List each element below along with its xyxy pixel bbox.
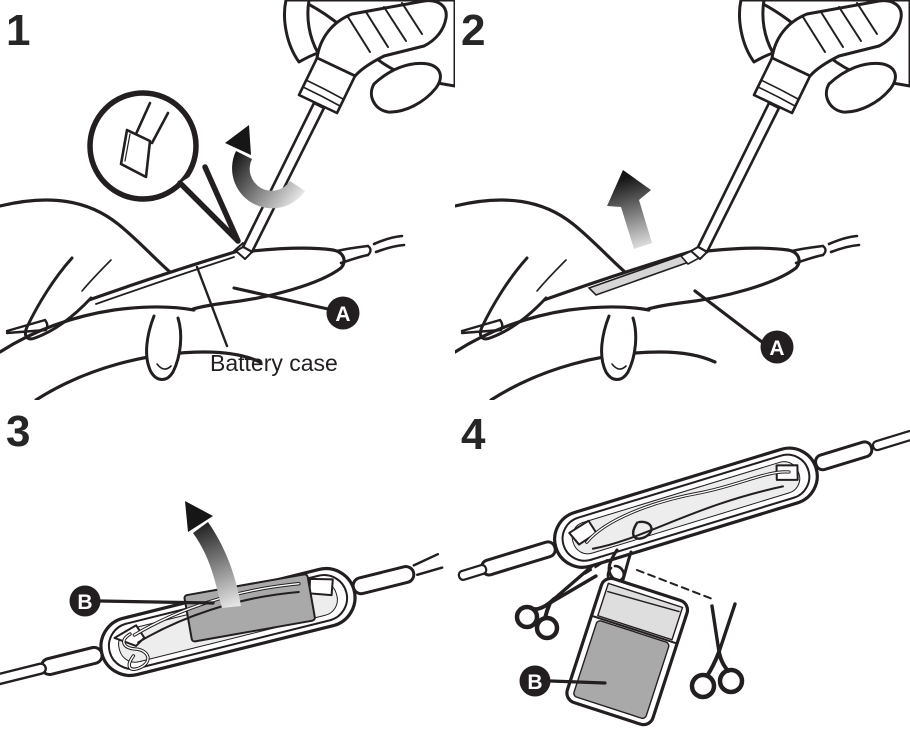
step-2-illustration: A 2 [455,0,910,400]
callout-b-badge: B [69,585,215,617]
battery-top-band [596,582,684,641]
curled-fingertip [600,314,638,381]
step-3-panel: B 3 [0,400,455,732]
shaft [241,101,326,254]
flat-tip [690,246,708,260]
opened-lid-gap [587,254,691,296]
screwdriver-illustration [690,0,910,260]
step-4-panel: B 4 [455,400,910,732]
callout-letter: A [769,337,784,360]
battery-pouch-illustration [565,576,690,727]
cord [335,234,406,265]
magnifier-circle [87,90,199,202]
step-number: 4 [461,410,486,459]
screwdriver-illustration [235,0,455,260]
callout-letter: B [77,591,92,614]
gripping-finger [283,0,320,64]
callout-a-badge: A [232,286,360,330]
step-3-illustration: B 3 [0,407,444,690]
shaft [696,101,781,254]
right-cable [351,553,444,596]
callout-a-badge: A [693,289,794,364]
curled-fingertip [145,314,183,381]
scissors-left-icon [514,565,598,641]
leader-line [195,265,229,348]
wires [585,470,791,550]
case-inner-wall [561,453,811,562]
battery-body [573,620,670,720]
left-cable [0,645,104,690]
step-2-panel: A 2 [455,0,910,400]
magnifier-pointer [177,164,241,244]
callout-circle [760,330,794,364]
gripping-thumb [824,61,897,114]
leader-line [232,286,330,311]
pry-up-arrow-icon [607,170,652,249]
lift-arrow-icon [185,501,241,608]
thumb [23,256,93,341]
leader-line [693,289,764,344]
callout-b-badge: B [519,665,607,697]
callout-circle [326,296,360,330]
step-number: 3 [6,407,30,456]
step-1-illustration: Battery case A 1 [0,0,455,400]
right-cable [813,430,910,472]
leader-line [549,679,607,685]
gripping-finger [738,0,775,64]
battery-case-label-text: Battery case [210,350,338,376]
callout-letter: B [527,671,542,694]
step-number: 2 [461,6,485,55]
step-number: 1 [6,6,30,55]
callout-circle [519,665,551,697]
leader-line [98,599,215,605]
callout-circle [69,585,101,617]
flat-tip [235,246,253,260]
battery-case-label: Battery case [195,265,338,376]
case-floor [571,461,801,555]
battery-case-illustration [539,234,861,311]
opened-battery-case-illustration [457,430,910,581]
holding-hand-illustration [455,198,717,400]
step-1-panel: Battery case A 1 [0,0,455,400]
holding-hand-illustration [0,198,262,400]
callout-letter: A [335,303,350,326]
thumb [478,256,548,341]
magnifier-detail [87,90,241,244]
cord [790,234,861,265]
scissors-right-icon [689,602,745,700]
rotation-arrow-icon [225,125,305,209]
notch-closeup [119,128,152,179]
left-cable [457,540,557,581]
cut-line-right [636,569,716,601]
step-4-illustration: B 4 [457,410,910,727]
gripping-thumb [369,61,442,114]
